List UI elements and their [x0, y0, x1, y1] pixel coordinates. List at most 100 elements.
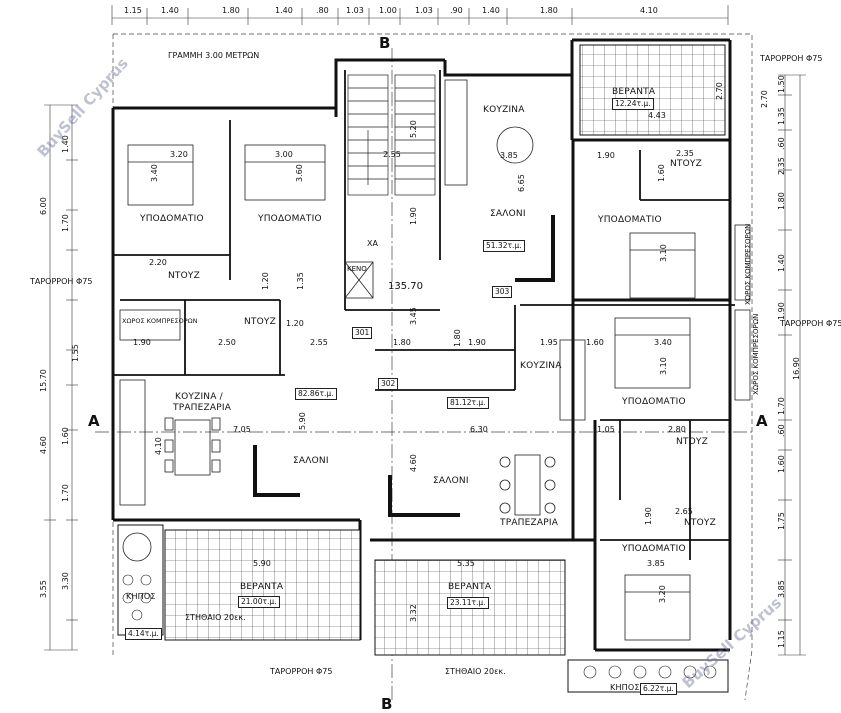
inner-dim: 3.40 — [150, 164, 159, 182]
compressor-boxes — [119, 224, 751, 401]
top-dim-2: 1.40 — [161, 6, 179, 15]
kitchen-counters — [119, 79, 586, 506]
room-kitchen-b: ΚΟΥΖΙΝΑ — [483, 105, 525, 115]
inner-dim: 5.35 — [457, 559, 475, 568]
inner-dim: 2.65 — [675, 507, 693, 516]
code-302: 302 — [378, 378, 399, 390]
code-301: 301 — [352, 327, 373, 339]
pillar-label-bottom: ΣΤΗΘΑΙΟ 20εκ. — [445, 667, 506, 676]
left-dim-2: 6.00 — [39, 197, 48, 215]
top-dim-8: 1.03 — [415, 6, 433, 15]
left-dimension-lines — [44, 104, 78, 651]
right-dim-4: .60 — [777, 137, 786, 150]
inner-dim: 3.20 — [658, 585, 667, 603]
drain-label-top-right: ΤΑΡΟΡΡΟΗ Φ75 — [760, 54, 823, 63]
room-veranda-c: ΒΕΡΑΝΤΑ — [448, 582, 492, 592]
right-dim-6: 1.80 — [777, 192, 786, 210]
inner-dim: 4.60 — [409, 454, 418, 472]
compressor-label-1: ΧΩΡΟΣ ΚΟΜΠΡΕΣΟΡΩΝ — [744, 223, 752, 305]
area-garden-a: 4.14τ.μ. — [125, 628, 162, 640]
top-dim-9: .90 — [450, 6, 463, 15]
veranda-hatch-left — [164, 529, 361, 641]
section-b-top-marker: B — [379, 34, 391, 52]
elevator-shaft — [344, 261, 374, 299]
beds — [127, 144, 696, 641]
section-a-right-marker: A — [756, 412, 768, 430]
inner-dim: 2.20 — [149, 258, 167, 267]
inner-dim: 2.35 — [676, 149, 694, 158]
section-a-left-marker: A — [88, 412, 100, 430]
inner-dim: 3.10 — [659, 357, 668, 375]
inner-dim: 1.60 — [586, 338, 604, 347]
building-line-dashed — [112, 33, 753, 701]
area-veranda-c: 23.11τ.μ. — [447, 597, 489, 609]
compressor-label-3: ΧΩΡΟΣ ΚΟΜΠΡΕΣΟΡΩΝ — [122, 317, 198, 325]
inner-dim: 1.60 — [657, 164, 666, 182]
dining-tables — [164, 126, 556, 516]
room-bedroom-c1: ΥΠΟΔΟΜΑΤΙΟ — [622, 397, 686, 407]
top-dim-1: 1.15 — [124, 6, 142, 15]
inner-dim: 3.20 — [170, 150, 188, 159]
area-apartment-c: 81.12τ.μ. — [447, 397, 489, 409]
inner-dim: 1.90 — [133, 338, 151, 347]
inner-dim: 2.55 — [310, 338, 328, 347]
inner-dim: 1.90 — [644, 507, 653, 525]
inner-dim: 3.40 — [654, 338, 672, 347]
inner-dim: 1.80 — [453, 329, 462, 347]
sofas — [253, 215, 555, 517]
inner-dim: 2.50 — [218, 338, 236, 347]
pillar-label-left: ΣΤΗΘΑΙΟ 20εκ. — [185, 613, 246, 622]
inner-dim: 1.20 — [286, 319, 304, 328]
drain-label-right: ΤΑΡΟΡΡΟΗ Φ75 — [780, 319, 841, 328]
room-shower-a2: ΝΤΟΥΖ — [244, 317, 276, 327]
right-dim-3: 1.35 — [777, 107, 786, 125]
inner-dim: 1.05 — [597, 425, 615, 434]
top-dim-7: 1.00 — [379, 6, 397, 15]
inner-dim: 3.60 — [295, 164, 304, 182]
top-dim-11: 1.80 — [540, 6, 558, 15]
room-shower-c2: ΝΤΟΥΖ — [684, 518, 716, 528]
drain-label-left: ΤΑΡΟΡΡΟΗ Φ75 — [30, 277, 93, 286]
area-veranda-a: 21.00τ.μ. — [238, 596, 280, 608]
inner-dim: 2.70 — [715, 82, 724, 100]
room-living-b: ΣΑΛΟΝΙ — [490, 209, 526, 219]
right-dim-5: 2.35 — [777, 157, 786, 175]
inner-dim: 1.90 — [409, 207, 418, 225]
left-dim-8: 3.55 — [39, 580, 48, 598]
partitions — [113, 70, 735, 560]
drain-label-bottom: ΤΑΡΟΡΡΟΗ Φ75 — [270, 667, 333, 676]
compressor-label-2: ΧΩΡΟΣ ΚΟΜΠΡΕΣΟΡΩΝ — [752, 313, 760, 395]
area-apartment-a: 82.86τ.μ. — [295, 388, 337, 400]
room-garden-c: ΚΗΠΟΣ — [610, 683, 640, 692]
top-dim-12: 4.10 — [640, 6, 658, 15]
area-veranda-b: 12.24τ.μ. — [612, 98, 654, 110]
inner-dim: 1.20 — [261, 272, 270, 290]
top-dim-10: 1.40 — [482, 6, 500, 15]
inner-dim: 3.10 — [659, 244, 668, 262]
room-veranda-a: ΒΕΡΑΝΤΑ — [240, 582, 284, 592]
inner-dim: 3.45 — [409, 307, 418, 325]
room-living-c: ΣΑΛΟΝΙ — [433, 476, 469, 486]
inner-dim: 5.90 — [253, 559, 271, 568]
inner-dim: 3.85 — [647, 559, 665, 568]
right-dim-7: 1.40 — [777, 254, 786, 272]
top-dimension-line — [111, 5, 729, 25]
right-dim-11: .60 — [777, 424, 786, 437]
room-shower-a1: ΝΤΟΥΖ — [168, 271, 200, 281]
top-dim-3: 1.80 — [222, 6, 240, 15]
room-kitchen-a-dining: ΤΡΑΠΕΖΑΡΙΑ — [173, 403, 232, 413]
area-apartment-b: 51.32τ.μ. — [483, 240, 525, 252]
room-kitchen-a: ΚΟΥΖΙΝΑ / — [175, 392, 223, 402]
room-shower-b: ΝΤΟΥΖ — [670, 159, 702, 169]
room-bedroom-c2: ΥΠΟΔΟΜΑΤΙΟ — [622, 544, 686, 554]
left-dim-4: 15.70 — [39, 369, 48, 392]
inner-dim: 2.55 — [383, 150, 401, 159]
right-dim-9: 16.90 — [792, 357, 801, 380]
right-dim-13: 1.75 — [777, 512, 786, 530]
inner-dim: 1.35 — [296, 272, 305, 290]
inner-dim: 5.90 — [298, 412, 307, 430]
veranda-hatch-topright — [579, 44, 726, 136]
inner-dim: 1.90 — [597, 151, 615, 160]
room-garden-a: ΚΗΠΟΣ — [126, 592, 156, 601]
